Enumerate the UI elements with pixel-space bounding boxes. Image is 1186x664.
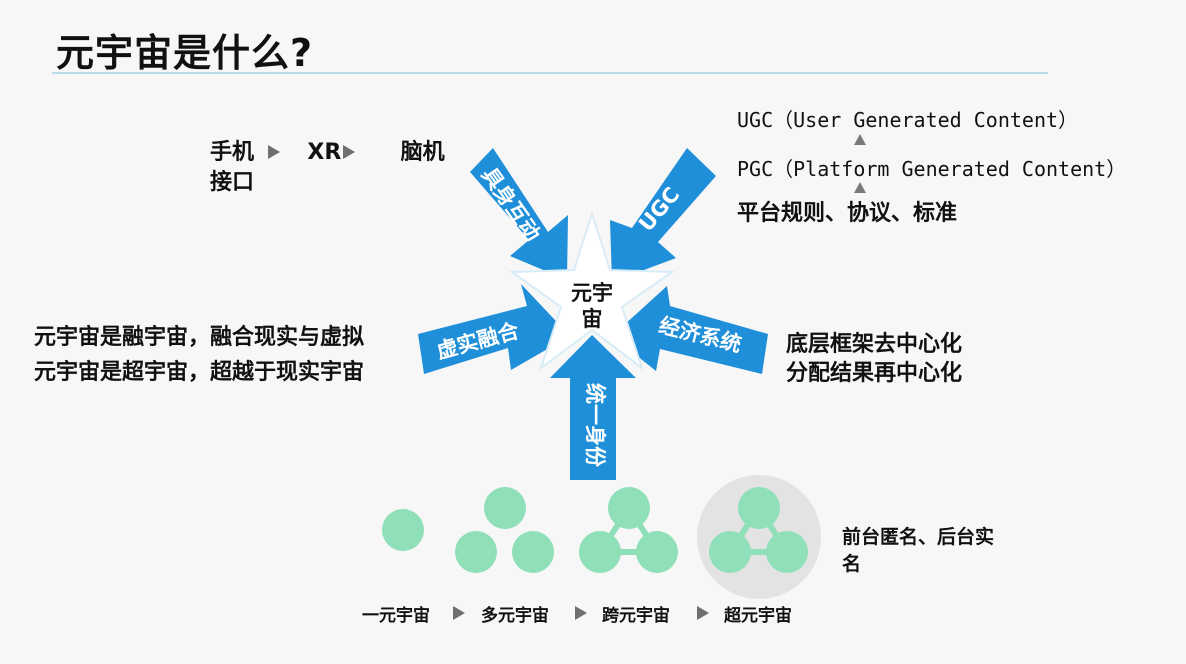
identity-text-line1: 前台匿名、后台实	[842, 526, 995, 548]
pgc-text: PGC（Platform Generated Content）	[737, 157, 1127, 181]
arrow-right-icon	[342, 145, 355, 159]
circle-one-metaverse	[382, 509, 424, 551]
device-progression: 手机 XR 脑机	[210, 138, 445, 168]
device-xr: XR	[307, 140, 342, 165]
page-title: 元宇宙是什么?	[56, 31, 314, 75]
sequence-item-one: 一元宇宙	[362, 606, 430, 626]
arrow-embodied-interaction: 具身互动	[470, 148, 568, 280]
arrow-ugc: UGC	[610, 148, 716, 282]
identity-text-line2: 名	[842, 553, 862, 575]
arrow-unified-identity: 统一身份	[550, 335, 636, 480]
center-star	[509, 210, 676, 371]
sequence-item-cross: 跨元宇宙	[602, 606, 670, 626]
sequence-item-hyper: 超元宇宙	[724, 606, 792, 626]
arrow-right-icon	[697, 606, 709, 620]
title-divider	[52, 72, 1048, 74]
arrow-economic-system: 经济系统	[612, 286, 768, 374]
fusion-text-line2: 元宇宙是超宇宙，超越于现实宇宙	[34, 360, 365, 385]
device-bci: 脑机	[400, 140, 445, 165]
circles-multi-metaverse	[455, 487, 554, 573]
device-phone: 手机	[210, 140, 255, 165]
arrow-right-icon	[267, 145, 280, 159]
fusion-text-line1: 元宇宙是融宇宙，融合现实与虚拟	[34, 325, 365, 350]
center-label-line1: 元宇	[571, 281, 613, 305]
economy-text-line1: 底层框架去中心化	[786, 332, 963, 357]
arrow-up-icon	[854, 134, 866, 145]
circles-hyper-metaverse	[697, 475, 821, 599]
arrow-label-identity: 统一身份	[583, 383, 607, 468]
economy-text-line2: 分配结果再中心化	[786, 361, 963, 386]
platform-rules-text: 平台规则、协议、标准	[737, 201, 958, 226]
arrow-right-icon	[575, 606, 587, 620]
ugc-text: UGC（User Generated Content）	[737, 108, 1079, 132]
sequence-item-multi: 多元宇宙	[481, 606, 549, 626]
center-label-line2: 宙	[582, 307, 603, 331]
arrow-up-icon	[854, 182, 866, 193]
arrow-right-icon	[453, 606, 465, 620]
circles-cross-metaverse	[579, 487, 678, 573]
device-bci-line2: 接口	[210, 170, 255, 195]
